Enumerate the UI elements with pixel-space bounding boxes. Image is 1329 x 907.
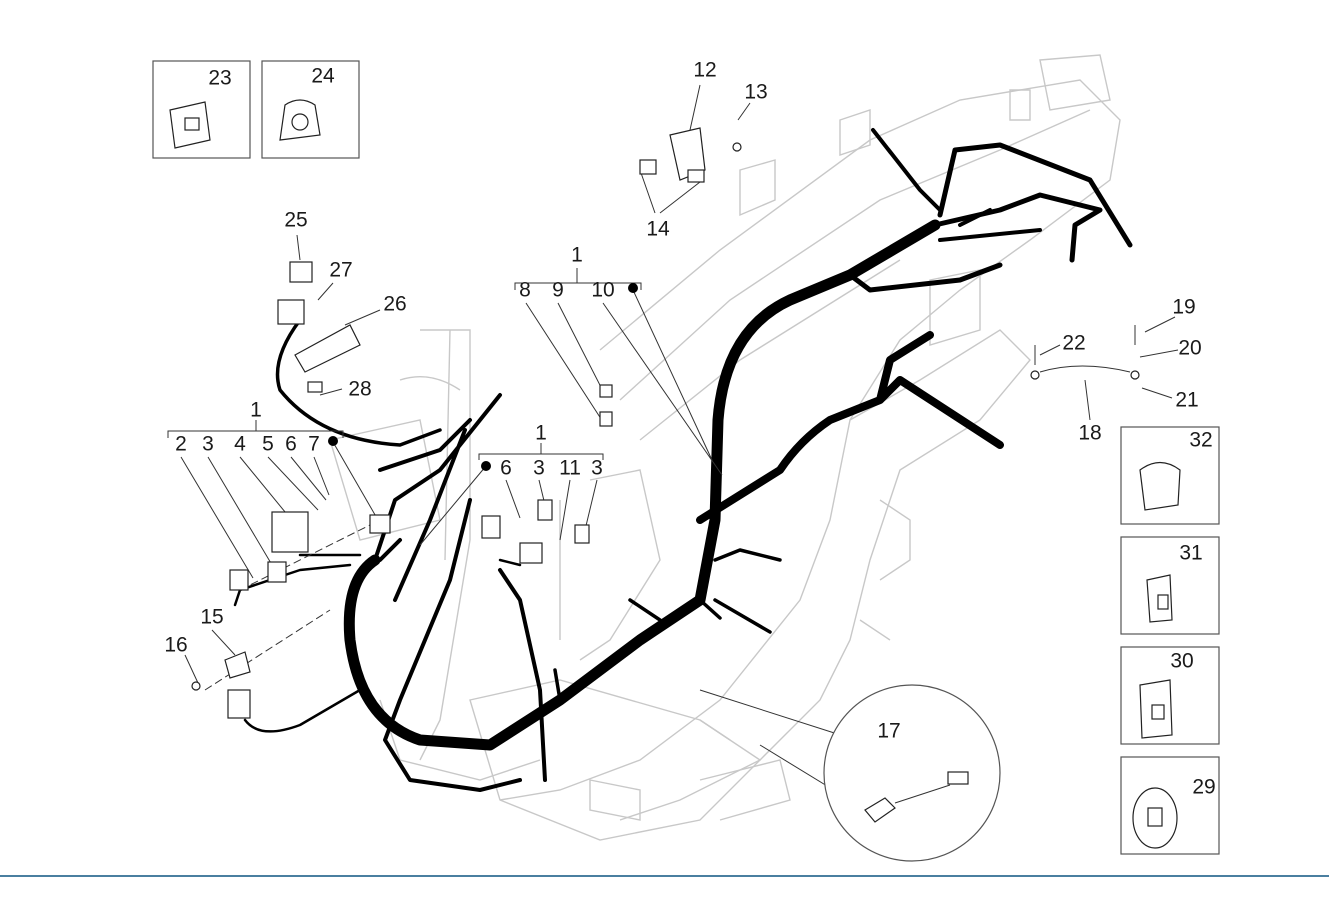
callout-3-mid: 3: [533, 457, 545, 480]
callout-labels: 23 24 12 13 14 25 27 26 28 1 8 9 10 19 2…: [164, 59, 1215, 799]
bullet-dot-left: [328, 436, 338, 446]
callout-14: 14: [646, 218, 670, 241]
callout-5: 5: [262, 433, 274, 456]
callout-3: 3: [202, 433, 214, 456]
part-box-23: [152, 60, 251, 159]
callout-9: 9: [552, 279, 564, 302]
callout-25: 25: [284, 209, 307, 232]
scooter-frame: [329, 54, 1121, 841]
callout-17: 17: [877, 720, 900, 743]
part-box-31: [1120, 536, 1220, 635]
callout-6: 6: [285, 433, 297, 456]
callout-32: 32: [1189, 429, 1212, 452]
callout-20: 20: [1178, 337, 1201, 360]
loose-parts: [191, 127, 1140, 719]
callout-12: 12: [693, 59, 716, 82]
bullet-dot-mid: [481, 461, 491, 471]
bullet-dot-top: [628, 283, 638, 293]
part-box-24: [261, 60, 360, 159]
main-wiring-harness: [233, 128, 1133, 792]
callout-4: 4: [234, 433, 246, 456]
bottom-rule: [0, 875, 1329, 877]
callout-16: 16: [164, 634, 187, 657]
part-box-32: [1120, 426, 1220, 525]
part-box-30: [1120, 646, 1220, 745]
callout-15: 15: [200, 606, 223, 629]
group-brackets: [167, 268, 642, 471]
callout-13: 13: [744, 81, 767, 104]
callout-19: 19: [1172, 296, 1195, 319]
detail-circle-17: [823, 684, 1001, 862]
callout-6-mid: 6: [500, 457, 512, 480]
callout-10: 10: [591, 279, 614, 302]
callout-29: 29: [1192, 776, 1215, 799]
callout-group-1-top: 1: [571, 244, 583, 267]
callout-21: 21: [1175, 389, 1198, 412]
callout-27: 27: [329, 259, 352, 282]
callout-3-right: 3: [591, 457, 603, 480]
callout-group-1-left: 1: [250, 399, 262, 422]
callout-18: 18: [1078, 422, 1101, 445]
callout-8: 8: [519, 279, 531, 302]
callout-7: 7: [308, 433, 320, 456]
callout-23: 23: [208, 67, 231, 90]
callout-28: 28: [348, 378, 371, 401]
callout-30: 30: [1170, 650, 1193, 673]
callout-24: 24: [311, 65, 335, 88]
callout-11: 11: [559, 457, 581, 480]
callout-group-1-mid: 1: [535, 422, 547, 445]
callout-22: 22: [1062, 332, 1085, 355]
callout-2: 2: [175, 433, 187, 456]
callout-31: 31: [1179, 542, 1202, 565]
part-box-29: [1120, 756, 1220, 855]
callout-26: 26: [383, 293, 406, 316]
